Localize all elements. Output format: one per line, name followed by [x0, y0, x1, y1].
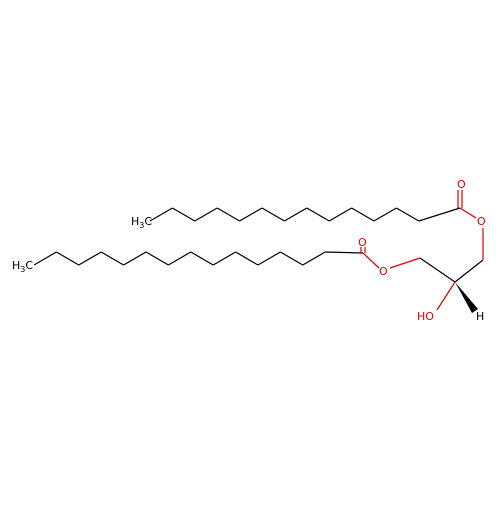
- bond-top-chain: [149, 207, 173, 222]
- bond-bottom-chain: [212, 251, 236, 266]
- bond-ester-bottom: [362, 252, 380, 269]
- methyl-top-c: C: [144, 215, 152, 228]
- methyl-top-subscript: 3: [139, 221, 144, 230]
- bond-bottom-chain: [168, 251, 192, 266]
- wedge-bond: [455, 282, 478, 313]
- atom-label-ester-o-top: O: [477, 215, 486, 228]
- bond-bottom-chain: [257, 251, 281, 266]
- bond-bottom-chain: [190, 251, 214, 266]
- bond-bottom-chain: [33, 251, 57, 266]
- atom-label-ester-o-bottom: O: [379, 265, 388, 278]
- atom-label-methyl-bottom: H3C: [12, 259, 33, 274]
- bond-ester-top: [459, 207, 477, 219]
- methyl-bottom-c: C: [25, 259, 33, 272]
- bond-top-chain: [284, 207, 308, 222]
- bond-top-chain: [261, 207, 285, 222]
- bond-top-chain: [396, 207, 420, 222]
- bond-top-chain: [418, 207, 461, 222]
- bond-top-chain: [351, 207, 375, 222]
- methyl-top-h: H: [131, 215, 139, 228]
- bond-top-chain: [328, 207, 352, 222]
- bond-bottom-chain: [280, 251, 304, 266]
- bond-top-chain: [373, 207, 397, 222]
- bond-bottom-chain: [145, 251, 169, 266]
- methyl-bottom-h: H: [12, 259, 20, 272]
- atom-label-carbonyl-o-top: O: [457, 178, 466, 191]
- bond-top-chain: [172, 207, 196, 222]
- bond-bottom-chain: [100, 251, 124, 266]
- bond-top-chain: [194, 207, 218, 222]
- atom-label-methyl-top: H3C: [131, 215, 152, 230]
- atom-label-stereo-h: H: [476, 310, 484, 323]
- bond-bottom-chain: [123, 251, 147, 266]
- bond-bottom-chain: [78, 251, 102, 266]
- bond-bottom-chain: [56, 251, 80, 266]
- atom-label-carbonyl-o-bottom: O: [358, 236, 367, 249]
- atom-label-hydroxyl: HO: [417, 310, 434, 323]
- bond-glycerol: [454, 259, 484, 283]
- bond-top-chain: [306, 207, 330, 222]
- bond-glycerol: [419, 257, 456, 283]
- bond-bottom-chain: [235, 251, 259, 266]
- methyl-bottom-subscript: 3: [20, 265, 25, 274]
- bond-bottom-chain: [302, 251, 326, 266]
- bond-hydroxyl: [436, 281, 456, 311]
- bond-top-chain: [239, 207, 263, 222]
- bond-bottom-chain: [325, 251, 364, 254]
- bond-lines: [33, 190, 484, 311]
- bond-top-chain: [216, 207, 240, 222]
- bond-ester-bottom-ch2: [389, 257, 421, 269]
